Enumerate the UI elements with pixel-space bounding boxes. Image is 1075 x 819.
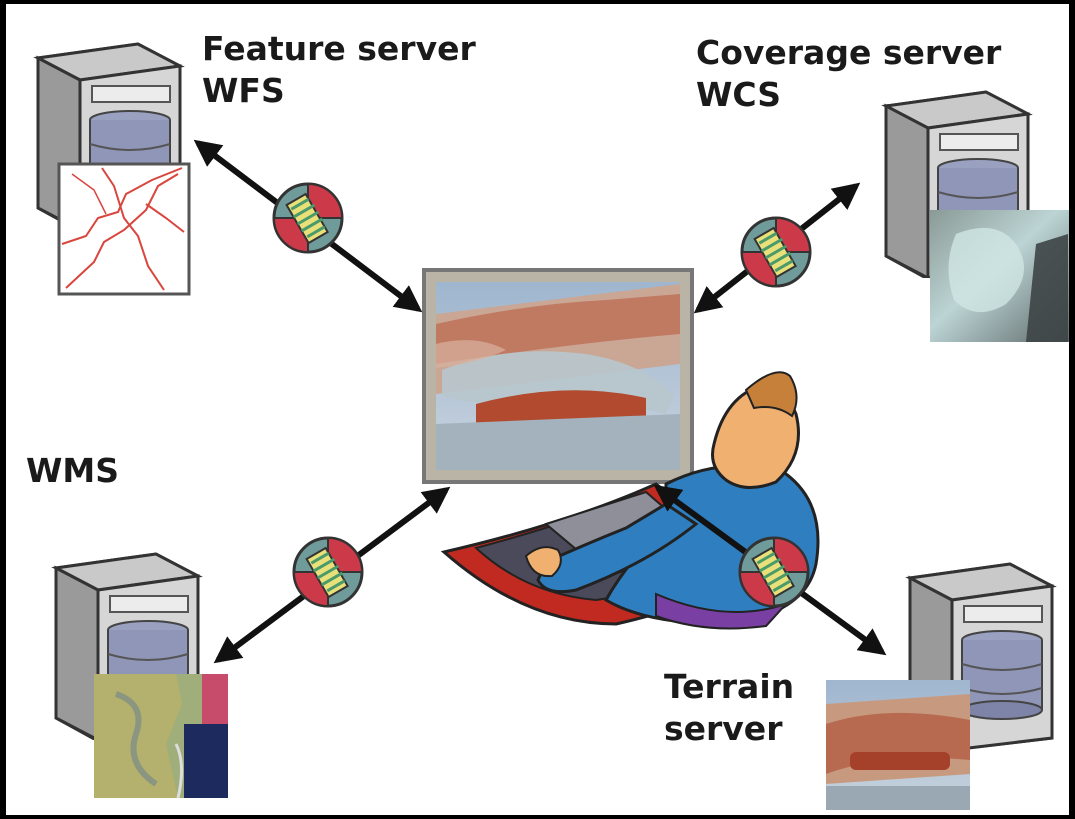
coverage-server-protocol: WCS: [696, 75, 781, 114]
coverage-server-title: Coverage server: [696, 33, 1002, 72]
feature-server-title: Feature server: [202, 29, 476, 68]
wms-protocol: WMS: [26, 451, 120, 490]
terrain-view-icon: [422, 268, 694, 484]
coverage-server-label: Coverage server WCS: [696, 32, 1001, 116]
terrain-server-title: Terrain: [664, 667, 795, 706]
terrain-thumbnail-icon: [826, 680, 970, 810]
globe-icon: [738, 536, 810, 608]
globe-icon: [292, 536, 364, 608]
terrain-server-subtitle: server: [664, 709, 783, 748]
feature-server-protocol: WFS: [202, 71, 285, 110]
feature-server-label: Feature server WFS: [202, 28, 476, 112]
terrain-server-label: Terrain server: [664, 666, 794, 750]
wms-map-icon: [94, 674, 228, 799]
globe-icon: [740, 216, 812, 288]
wms-label: WMS: [26, 450, 119, 492]
diagram-canvas: [36, 42, 1069, 810]
globe-icon: [272, 182, 344, 254]
ogc-services-diagram: Feature server WFS Coverage server WCS W…: [6, 4, 1069, 815]
satellite-image-icon: [930, 210, 1069, 342]
vector-map-icon: [57, 162, 191, 296]
